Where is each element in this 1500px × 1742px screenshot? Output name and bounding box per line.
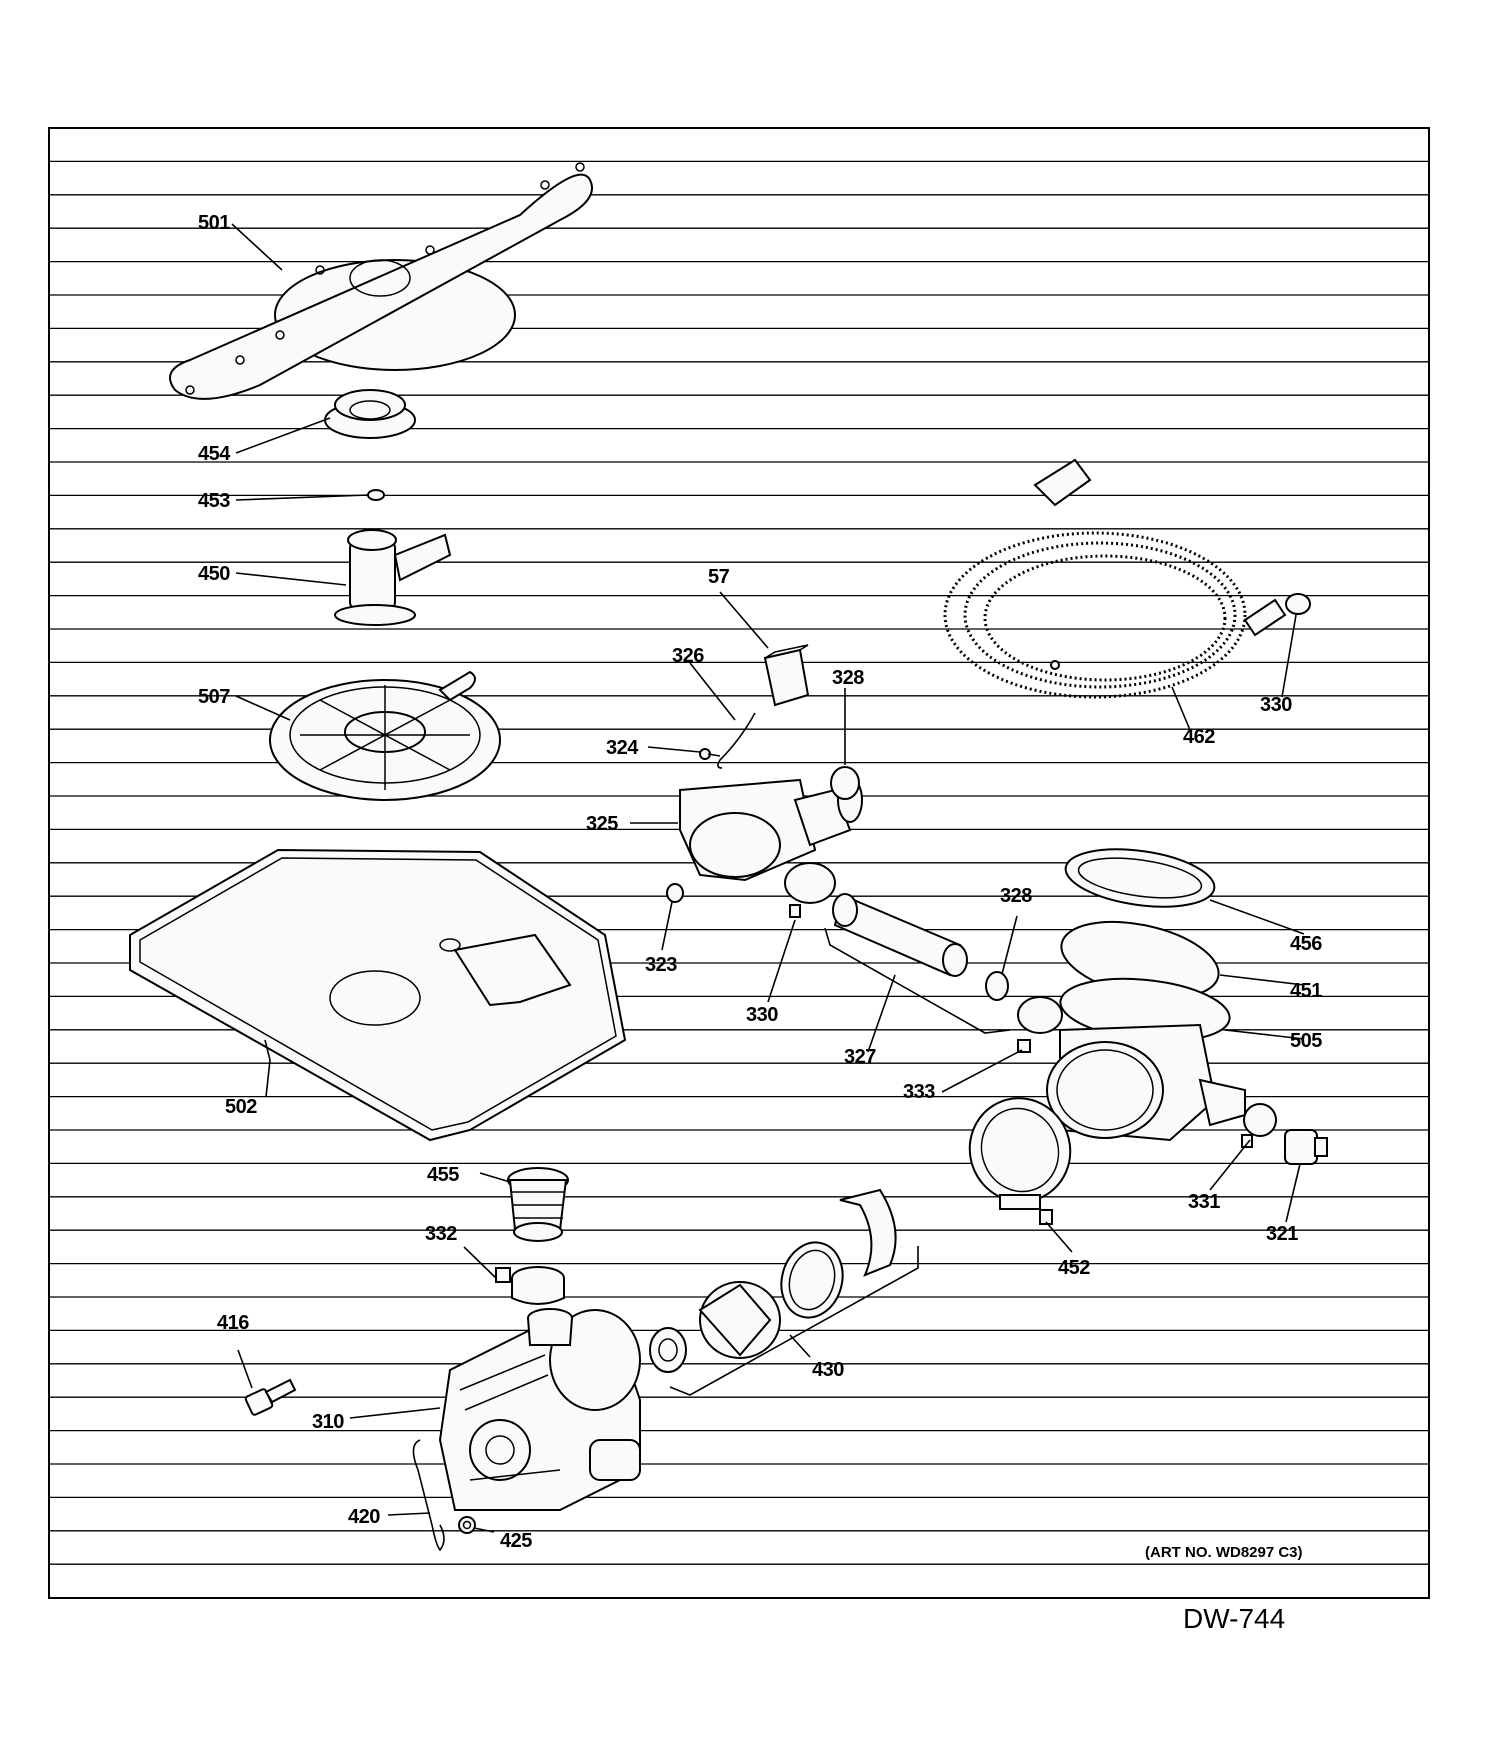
- part-450-manifold[interactable]: [334, 529, 452, 626]
- part-326-wire[interactable]: [717, 712, 756, 769]
- part-452-clamp[interactable]: [955, 1084, 1085, 1225]
- callout-326[interactable]: 326: [672, 645, 705, 667]
- part-310-motor[interactable]: [438, 1308, 641, 1511]
- callout-327[interactable]: 327: [844, 1046, 877, 1068]
- callout-430[interactable]: 430: [812, 1359, 845, 1381]
- callout-labels: 501 454 453 450 507 502 57 326 328 324 3…: [198, 212, 1323, 1552]
- part-430-impeller[interactable]: [649, 1188, 897, 1373]
- callout-416[interactable]: 416: [217, 1312, 250, 1334]
- callout-501[interactable]: 501: [198, 212, 231, 234]
- part-330-clamp-hose[interactable]: [1285, 593, 1311, 615]
- part-331-clamp[interactable]: [1241, 1103, 1277, 1148]
- callout-330-pump[interactable]: 330: [746, 1004, 779, 1026]
- part-453-o-ring[interactable]: [367, 489, 385, 501]
- callout-455[interactable]: 455: [427, 1164, 460, 1186]
- part-507-filter[interactable]: [269, 670, 501, 801]
- callout-502[interactable]: 502: [225, 1096, 258, 1118]
- callout-456[interactable]: 456: [1290, 933, 1323, 955]
- callout-331[interactable]: 331: [1188, 1191, 1221, 1213]
- callout-452[interactable]: 452: [1058, 1257, 1091, 1279]
- callout-332[interactable]: 332: [425, 1223, 458, 1245]
- part-327-hose[interactable]: [832, 893, 968, 977]
- callout-425[interactable]: 425: [500, 1530, 533, 1552]
- callout-454[interactable]: 454: [198, 443, 232, 465]
- part-325-pump-housing[interactable]: [679, 777, 863, 882]
- part-321-valve[interactable]: [1284, 1129, 1328, 1165]
- callout-57[interactable]: 57: [708, 566, 730, 588]
- drawing-number: DW-744: [1183, 1603, 1285, 1634]
- part-330-clamp-pump[interactable]: [784, 862, 836, 918]
- part-425-nut[interactable]: [458, 1516, 476, 1534]
- part-328-ring-lower[interactable]: [985, 971, 1009, 1001]
- callout-507[interactable]: 507: [198, 686, 231, 708]
- callout-324[interactable]: 324: [606, 737, 640, 759]
- callout-420[interactable]: 420: [348, 1506, 381, 1528]
- callout-310[interactable]: 310: [312, 1411, 345, 1433]
- art-number: (ART NO. WD8297 C3): [1145, 1544, 1303, 1561]
- callout-323[interactable]: 323: [645, 954, 678, 976]
- part-501-wash-arm[interactable]: [169, 162, 593, 400]
- callout-453[interactable]: 453: [198, 490, 231, 512]
- part-456-seal[interactable]: [1062, 841, 1218, 915]
- callout-325[interactable]: 325: [586, 813, 619, 835]
- callout-328-lower[interactable]: 328: [1000, 885, 1033, 907]
- part-332-clamp[interactable]: [495, 1266, 565, 1305]
- part-420-wire[interactable]: [412, 1439, 445, 1552]
- part-333-clamp[interactable]: [1017, 996, 1063, 1053]
- callout-505[interactable]: 505: [1290, 1030, 1323, 1052]
- part-sump-body[interactable]: [1046, 1023, 1246, 1142]
- part-324-screw[interactable]: [699, 748, 721, 760]
- leader-lines: [231, 223, 1305, 1533]
- part-323-ring[interactable]: [666, 883, 684, 903]
- callout-451[interactable]: 451: [1290, 980, 1323, 1002]
- part-416-bolt[interactable]: [244, 1378, 297, 1416]
- part-328-ring-upper[interactable]: [830, 766, 860, 800]
- callout-330-hose[interactable]: 330: [1260, 694, 1293, 716]
- callout-321[interactable]: 321: [1266, 1223, 1299, 1245]
- callout-450[interactable]: 450: [198, 563, 231, 585]
- callout-328-upper[interactable]: 328: [832, 667, 865, 689]
- part-455-boot[interactable]: [507, 1167, 569, 1242]
- part-502-gasket[interactable]: [129, 848, 627, 1142]
- callout-462[interactable]: 462: [1183, 726, 1216, 748]
- part-462-drain-hose[interactable]: [943, 458, 1287, 699]
- callout-333[interactable]: 333: [903, 1081, 936, 1103]
- part-57-block[interactable]: [763, 644, 810, 707]
- part-454-cap[interactable]: [324, 389, 416, 439]
